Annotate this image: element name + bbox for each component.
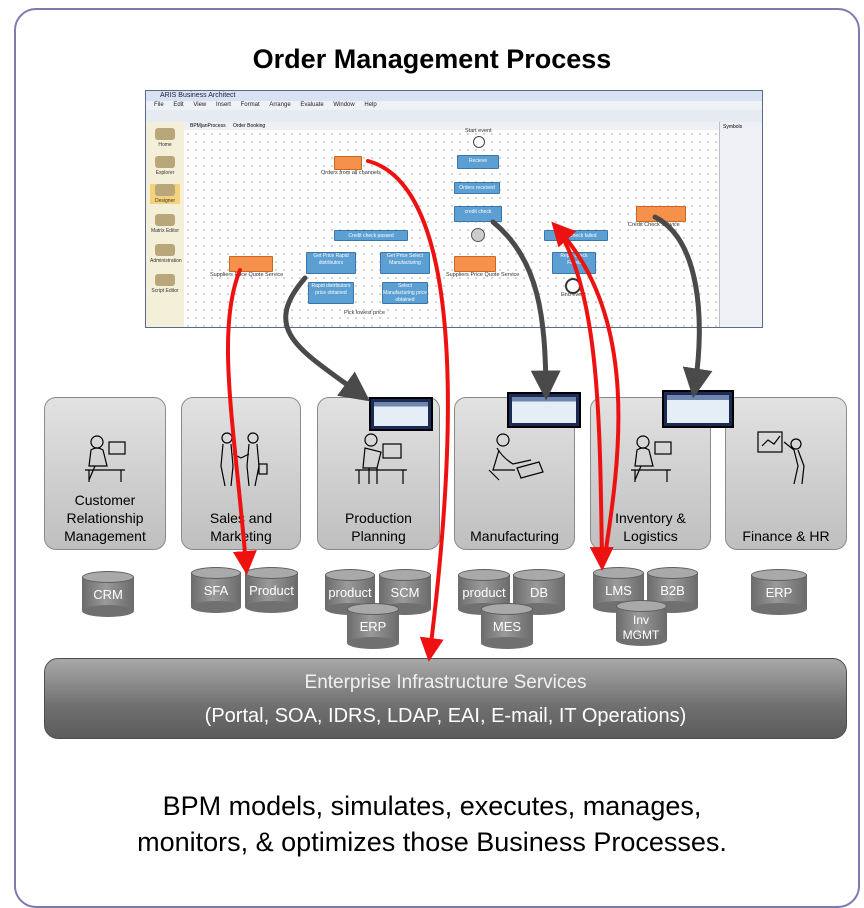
handshake-icon (220, 432, 268, 487)
node-orders-received: Orders received (454, 182, 500, 194)
diagram-title: Order Management Process (252, 44, 612, 74)
node-pick-lowest: Pick lowest price (344, 310, 385, 316)
node-suppliers-right (454, 256, 496, 272)
node-credit-check: credit check (454, 206, 502, 222)
db-sfa: SFA (191, 567, 241, 613)
infrastructure-bar: Enterprise Infrastructure Services (Port… (44, 658, 847, 739)
node-get-select: Get Price Select Manufacturing (380, 252, 430, 274)
label-credit-check-service: Credit Check Service (628, 222, 680, 228)
dept-label: Finance & HR (742, 528, 830, 544)
dept-label: Inventory & Logistics (615, 510, 686, 544)
dept-sales: Sales and Marketing (181, 397, 301, 550)
aris-symbols-panel: Symbols (719, 122, 762, 327)
node-suppliers-left (229, 256, 273, 272)
aris-menu-item: Help (364, 102, 377, 108)
aris-model-canvas: Start event Recieve Orders from all chan… (184, 128, 720, 327)
label-orders-channels: Orders from all channels (321, 170, 381, 176)
aris-screenshot: ARIS Business Architect File Edit View I… (145, 90, 763, 328)
db-mes: MES (481, 603, 533, 649)
aris-sidebar-explorer: Explorer (150, 156, 180, 176)
footer-line-1: BPM models, simulates, executes, manages… (162, 791, 702, 821)
db-inv-mgmt: Inv MGMT (616, 600, 667, 646)
aris-sidebar-administration: Administration (150, 244, 182, 264)
dept-label: Production Planning (345, 510, 412, 544)
aris-menu-item: Evaluate (300, 102, 324, 108)
db-erp-planning: ERP (347, 603, 399, 649)
call-center-worker-icon (85, 435, 126, 482)
dept-label: Customer Relationship Management (64, 492, 146, 544)
aris-tab: Order Booking (232, 123, 266, 129)
aris-sidebar-home: Home (150, 128, 180, 148)
dept-finance: Finance & HR (725, 397, 847, 550)
label-suppliers-left: Suppliers Price Quote Service (210, 272, 284, 278)
aris-menubar: File Edit View Insert Format Arrange Eva… (146, 101, 762, 110)
db-lms: LMS (593, 567, 644, 613)
node-receive: Recieve (457, 155, 499, 169)
symbols-panel-title: Symbols (723, 124, 743, 130)
desk-worker-icon (354, 433, 407, 484)
gateway-xor-icon (471, 228, 485, 242)
presenter-icon (757, 431, 805, 485)
aris-menu-item: File (154, 102, 164, 108)
engineer-icon (488, 433, 544, 481)
mini-screenshot-production (369, 397, 433, 431)
aris-tab: BPMjanProcess (190, 123, 226, 129)
node-credit-passed: Credit check passed (334, 230, 408, 241)
aris-sidebar-designer: Designer (150, 184, 180, 204)
node-orders-channels (334, 156, 362, 170)
aris-menu-item: Window (333, 102, 355, 108)
aris-menu-item: Arrange (269, 102, 291, 108)
aris-menu-item: Edit (173, 102, 184, 108)
aris-window-title: ARIS Business Architect (146, 91, 762, 101)
db-crm: CRM (82, 571, 134, 617)
aris-sidebar-matrix-editor: Matrix Editor (150, 214, 180, 234)
infrastructure-title: Enterprise Infrastructure Services (304, 672, 587, 693)
dept-label: Manufacturing (470, 528, 559, 544)
start-event-icon (473, 136, 485, 148)
node-select-obtained: Select Manufacturing price obtained (382, 282, 428, 304)
aris-sidebar-script-editor: Script Editor (150, 274, 180, 294)
logistics-worker-icon (630, 435, 672, 482)
db-product-manufacturing: product (458, 569, 510, 615)
node-rapid-obtained: Rapid distributors price obtained (308, 282, 354, 304)
node-credit-failed: Credit check failed (544, 230, 608, 241)
node-credit-service (636, 206, 686, 222)
start-event-label: Start event (465, 128, 492, 134)
node-reply-failed: Reply check Failed (552, 252, 596, 274)
aris-menu-item: View (193, 102, 207, 108)
footer-caption: BPM models, simulates, executes, manages… (0, 788, 864, 860)
footer-line-2: monitors, & optimizes those Business Pro… (137, 827, 727, 857)
label-suppliers-right: Suppliers Price Quote Service (446, 272, 520, 278)
end-event-label: End event (561, 292, 586, 298)
aris-menu-item: Insert (215, 102, 231, 108)
db-erp-finance: ERP (751, 569, 807, 615)
infrastructure-services: (Portal, SOA, IDRS, LDAP, EAI, E-mail, I… (204, 705, 687, 727)
aris-menu-item: Format (240, 102, 260, 108)
mini-screenshot-inventory (662, 390, 734, 428)
mini-screenshot-manufacturing (507, 392, 581, 428)
node-get-rapid: Get Price Rapid distributors (306, 252, 356, 274)
dept-label: Sales and Marketing (209, 510, 273, 544)
db-product-sales: Product (245, 567, 298, 613)
aris-sidebar: Home Explorer Designer Matrix Editor Adm… (146, 122, 185, 327)
dept-crm: Customer Relationship Management (44, 397, 166, 550)
